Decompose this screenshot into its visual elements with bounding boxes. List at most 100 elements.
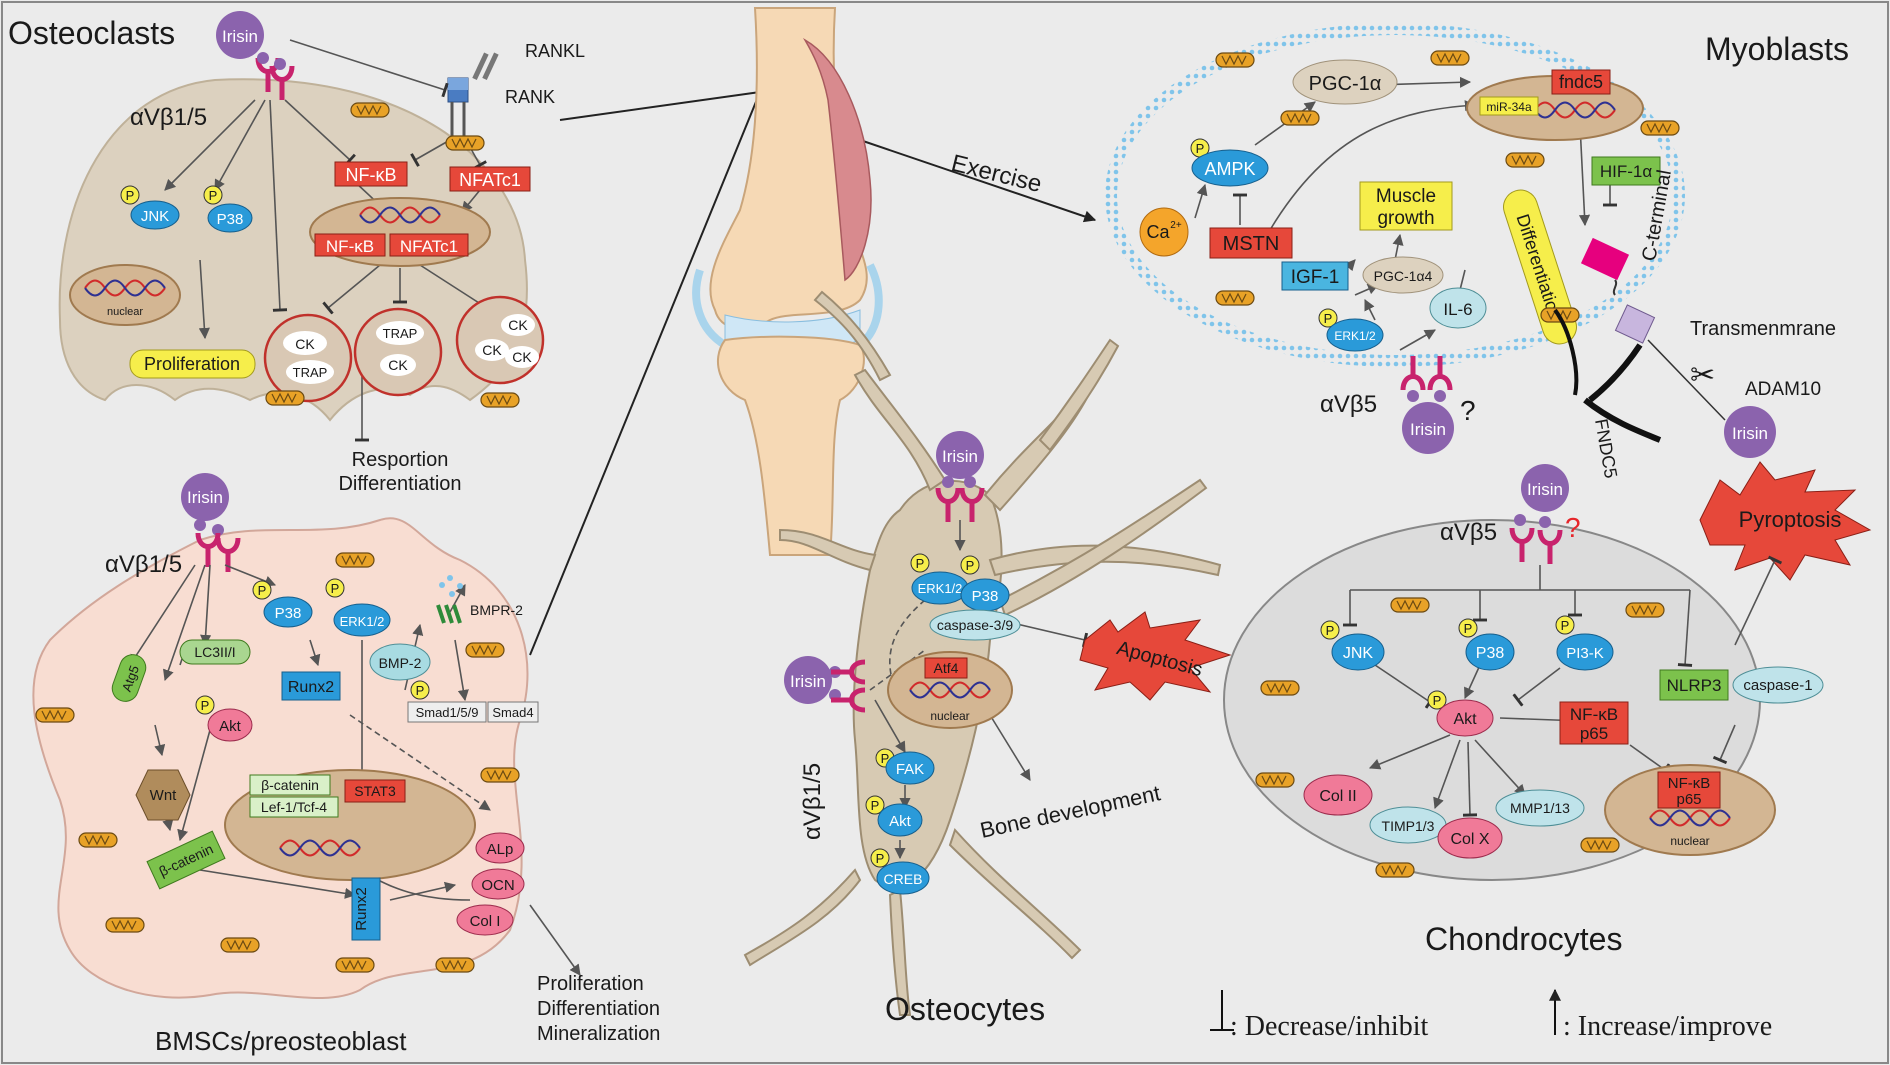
chondrocyte-nucleus	[1604, 764, 1776, 856]
legend: : Decrease/inhibit : Increase/improve	[1210, 988, 1772, 1042]
svg-text:P: P	[966, 558, 975, 573]
osteoclast-proliferation	[129, 349, 256, 379]
knee-illustration	[692, 7, 883, 556]
svg-text:P: P	[916, 556, 925, 571]
bmsc-irisin	[181, 473, 229, 521]
osteocyte-fak	[885, 751, 935, 785]
svg-text:TIMP1/3: TIMP1/3	[1382, 818, 1435, 834]
svg-text:IGF-1: IGF-1	[1291, 267, 1340, 288]
svg-text:NLRP3: NLRP3	[1667, 676, 1722, 695]
legend-inhibit: : Decrease/inhibit	[1230, 1011, 1428, 1042]
svg-text:Akt: Akt	[1453, 711, 1477, 728]
svg-text:FAK: FAK	[896, 761, 924, 778]
svg-text:nuclear: nuclear	[1670, 834, 1709, 848]
osteoclast-nucleus-nfkb: NF-κB	[326, 237, 374, 256]
svg-text:P: P	[201, 698, 210, 713]
bmsc-p38	[263, 596, 313, 628]
myoblast-irisin-released	[1724, 406, 1776, 458]
chondrocyte-integrin-label: αVβ5	[1440, 519, 1497, 546]
svg-text:NFATc1: NFATc1	[459, 170, 521, 190]
osteocytes-title: Osteocytes	[885, 991, 1045, 1027]
bmsc-out-mineralization: Mineralization	[537, 1023, 660, 1045]
myoblast-irisin	[1402, 402, 1454, 454]
svg-text:Irisin: Irisin	[187, 488, 223, 507]
svg-text:TRAP: TRAP	[383, 326, 418, 341]
svg-text:CK: CK	[388, 357, 408, 373]
osteocyte-integrin-label: αVβ1/5	[799, 763, 826, 840]
bmsc-title: BMSCs/preosteoblast	[155, 1026, 407, 1056]
bmsc-smad4	[487, 701, 539, 723]
rankl-label: RANKL	[525, 41, 585, 61]
svg-text:PGC-1α4: PGC-1α4	[1374, 268, 1433, 284]
svg-text:caspase-3/9: caspase-3/9	[937, 617, 1013, 633]
svg-text:ERK1/2: ERK1/2	[918, 581, 963, 596]
osteocyte-caspase	[929, 609, 1021, 641]
osteoclast-irisin	[216, 11, 264, 59]
myoblast-muscle-growth	[1359, 181, 1453, 231]
chondrocyte-jnk	[1331, 633, 1385, 671]
svg-text:P: P	[1464, 621, 1473, 636]
svg-text:Irisin: Irisin	[1527, 480, 1563, 499]
osteoclast-vesicles: CK TRAP TRAP CK CK CK CK	[263, 295, 545, 403]
myoblast-il6	[1429, 287, 1487, 329]
svg-text:Runx2: Runx2	[353, 887, 370, 930]
svg-text:Ca: Ca	[1146, 222, 1170, 242]
svg-text:Lef-1/Tcf-4: Lef-1/Tcf-4	[261, 799, 327, 815]
chondrocyte-col2	[1303, 774, 1373, 816]
svg-text:growth: growth	[1377, 208, 1434, 229]
svg-text:Irisin: Irisin	[790, 672, 826, 691]
svg-text:CK: CK	[512, 349, 532, 365]
svg-text:CK: CK	[482, 342, 502, 358]
svg-text:STAT3: STAT3	[354, 783, 396, 799]
fndc5-protein	[1553, 237, 1726, 443]
osteoclast-nfkb	[334, 161, 408, 187]
svg-text:Proliferation: Proliferation	[144, 354, 240, 374]
myoblast-ampk	[1191, 149, 1269, 187]
svg-text:P38: P38	[1476, 645, 1505, 662]
bmsc-runx2-top	[281, 671, 341, 701]
osteocyte-irisin-top	[936, 431, 984, 479]
svg-text:Smad1/5/9: Smad1/5/9	[416, 705, 479, 720]
myoblast-mir34a: miR-34a	[1486, 100, 1532, 114]
svg-text:Irisin: Irisin	[1410, 420, 1446, 439]
osteoclast-nfatc1	[449, 166, 531, 192]
osteoclasts-title: Osteoclasts	[8, 15, 175, 51]
bmsc-out-proliferation: Proliferation	[537, 973, 644, 995]
bmsc-stat3	[344, 779, 406, 803]
svg-text:Muscle: Muscle	[1376, 186, 1436, 207]
svg-text:JNK: JNK	[141, 208, 169, 225]
svg-text:P: P	[876, 851, 885, 866]
svg-text:JNK: JNK	[1343, 645, 1374, 662]
legend-increase: : Increase/improve	[1563, 1011, 1772, 1042]
chondrocytes-title: Chondrocytes	[1425, 921, 1622, 957]
myoblast-ca	[1139, 207, 1189, 257]
svg-text:nuclear: nuclear	[107, 306, 143, 318]
chondrocyte-caspase1	[1732, 666, 1824, 704]
myoblast-integrin-label: αVβ5	[1320, 391, 1377, 418]
svg-text:LC3II/I: LC3II/I	[194, 644, 235, 660]
chondrocyte-colx	[1437, 817, 1503, 859]
scissors-icon: ✂	[1690, 359, 1715, 392]
rank-label: RANK	[505, 87, 555, 107]
svg-text:Irisin: Irisin	[942, 447, 978, 466]
chondrocyte-irisin	[1521, 464, 1569, 512]
svg-text:P: P	[331, 581, 340, 596]
svg-text:P: P	[1196, 141, 1205, 156]
bmsc-smad159	[407, 701, 487, 723]
osteoclast-arrows	[164, 39, 496, 442]
svg-text:ERK1/2: ERK1/2	[340, 614, 385, 629]
bmsc-bcatenin-cyto	[146, 830, 226, 890]
svg-text:TRAP: TRAP	[293, 365, 328, 380]
fndc5-transmembrane: Transmenmrane	[1690, 318, 1836, 340]
bmsc-ocn	[471, 868, 525, 900]
bmsc-lc3	[179, 639, 251, 665]
svg-text:p65: p65	[1676, 791, 1701, 808]
svg-text:Smad4: Smad4	[492, 705, 533, 720]
osteoclast-integrin-label: αVβ1/5	[130, 104, 207, 131]
svg-text:P: P	[1561, 618, 1570, 633]
myoblast-igf1	[1281, 261, 1349, 291]
pyroptosis-burst	[1699, 461, 1872, 581]
svg-text:β-catenin: β-catenin	[261, 777, 319, 793]
myoblast-erk	[1326, 318, 1384, 352]
bmpr2-receptor	[436, 575, 463, 624]
